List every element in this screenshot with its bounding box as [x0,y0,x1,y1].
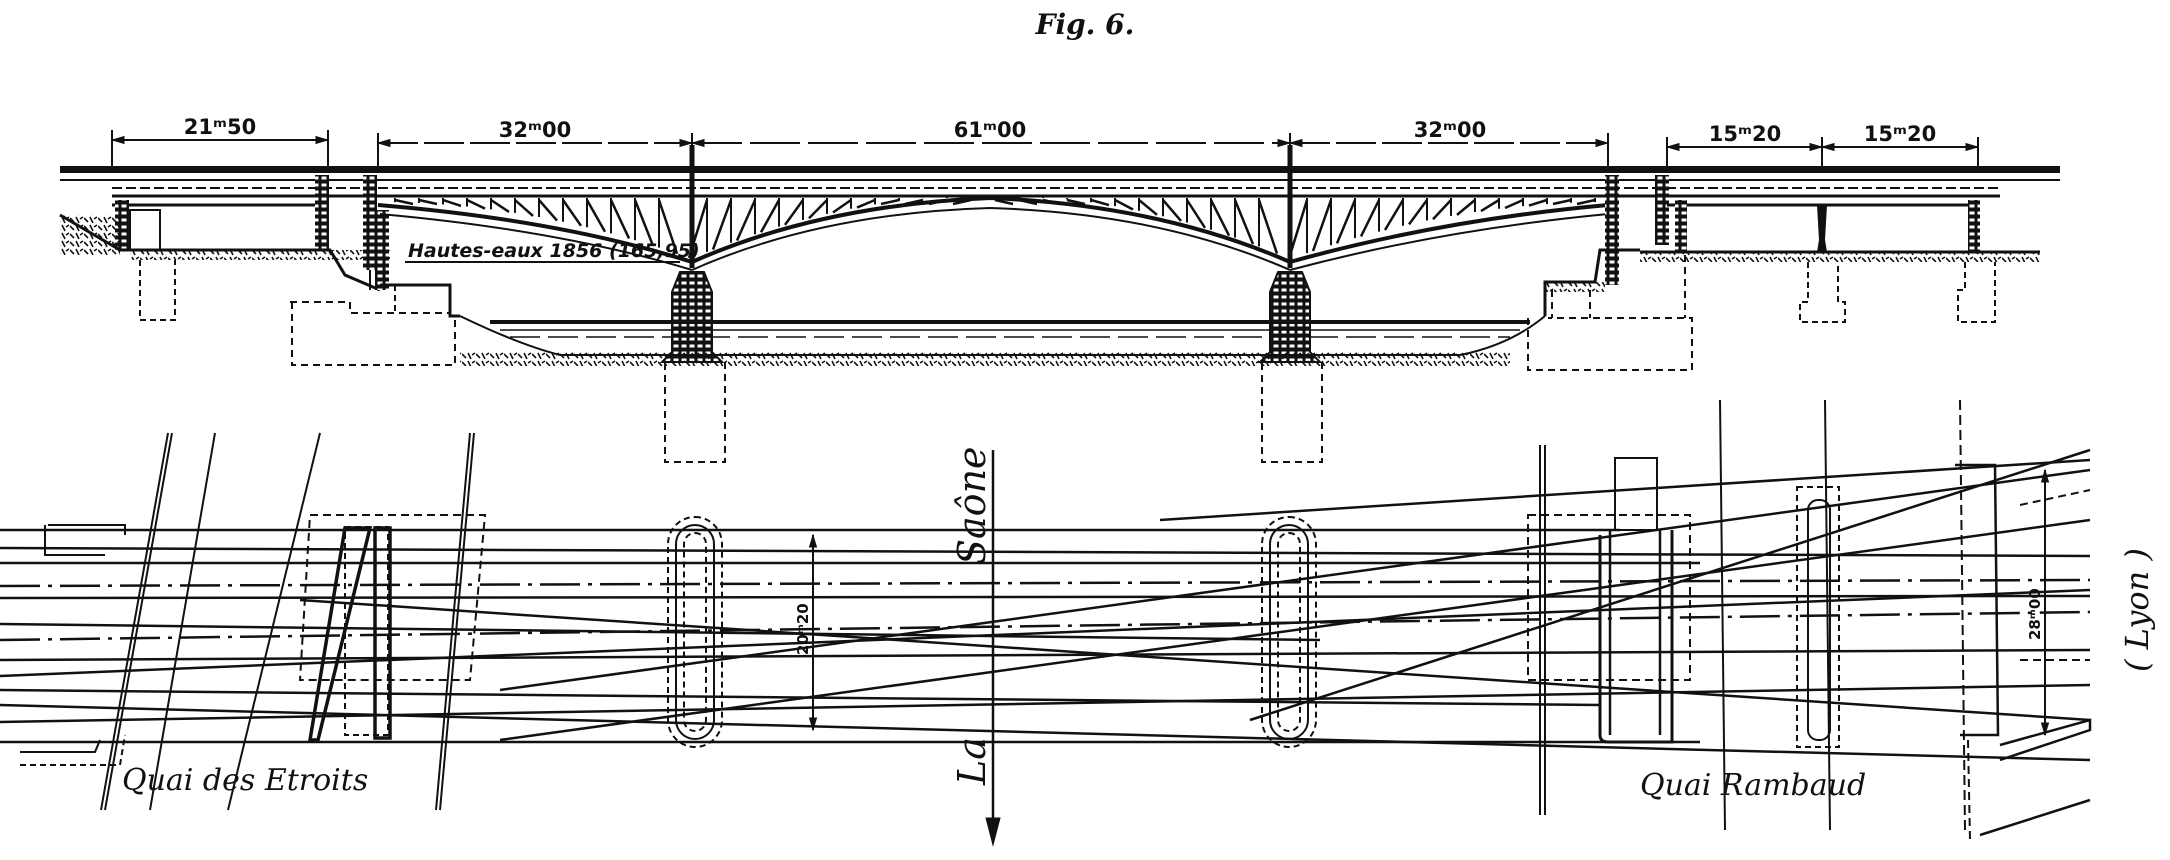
quay-label-left: Quai des Etroits [122,763,368,798]
left-abutment-plan [298,514,487,742]
truss-diagonal [1311,199,1333,252]
truss-diagonal [1480,198,1500,213]
truss-diagonal [1257,199,1279,254]
quay-label-right: Quai Rambaud [1640,768,1866,803]
river-pier-right [1257,145,1323,463]
truss-diagonal [394,198,414,206]
truss-diagonal [759,199,781,233]
bridge-deck [60,166,2060,198]
track-line [499,468,2091,692]
truss-diagonal [1138,199,1158,216]
far-right-abutment [1955,463,2092,841]
truss-diagonal [783,199,805,226]
pier-plan-right [1261,516,1317,748]
right-abutment-plan [1527,399,1726,831]
span-label-2: 32ᵐ00 [499,118,571,142]
track-line [0,610,2091,642]
truss-diagonal [711,199,733,250]
truss-diagonal [1185,199,1207,229]
truss-diagonal [418,198,438,206]
span-label-3: 61ᵐ00 [954,118,1026,142]
truss-diagonal [994,198,1014,206]
destination-label-lyon: ( Lyon ) [2118,548,2156,672]
track-line [0,578,2091,588]
truss-diagonal [1504,198,1524,210]
truss-diagonal [1383,199,1405,231]
truss-diagonal [538,199,558,222]
truss-diagonal [1407,199,1429,226]
left-approach-span [59,175,390,321]
river-label-la: La [950,737,994,786]
track-line [0,648,2091,662]
span-label-4: 32ᵐ00 [1414,118,1486,142]
truss-diagonal [490,198,510,213]
right-abutment [1527,175,1693,371]
track-line [0,683,2091,724]
truss-diagonal [832,198,852,214]
truss-diagonal [633,199,655,247]
span-dimension-lines [110,130,1980,170]
river-water [459,315,1546,366]
river-flow-arrow [985,450,1001,847]
track-line [1249,448,2091,722]
left-quay-walls [20,432,475,811]
truss-diagonal [585,199,607,233]
truss-diagonal [735,199,757,242]
track-line [299,598,2091,722]
track-line [1159,458,2091,522]
truss-diagonal [1359,199,1381,237]
truss-diagonal [466,198,486,210]
truss-diagonal [1066,198,1086,206]
truss-diagonal [1090,198,1110,207]
truss-diagonal [952,198,972,206]
width-label-left: 20ᵐ20 [794,603,812,655]
truss-diagonal [609,199,631,239]
figure-title: Fig. 6. [1035,8,1135,41]
truss-diagonal [1042,198,1062,206]
truss-diagonal [1114,198,1134,211]
track-line [0,546,2091,558]
truss-diagonal [657,199,679,255]
truss-diagonal [1233,199,1255,245]
truss-diagonal [1335,199,1357,244]
river-label-saone: Saône [950,446,994,565]
truss-diagonal [1162,199,1182,222]
track-line [0,588,2091,678]
river-pier-left [659,145,726,463]
truss-diagonal [1018,198,1038,206]
truss-diagonal [880,198,900,206]
truss-diagonal [1456,199,1476,216]
width-label-right: 28ᵐ00 [2026,588,2044,640]
truss-diagonal [904,198,924,206]
span-label-6: 15ᵐ20 [1864,122,1936,146]
span-label-5: 15ᵐ20 [1709,122,1781,146]
truss-diagonal [856,198,876,209]
truss-diagonal [1432,199,1452,221]
truss-diagonal [514,199,534,217]
truss-diagonal [1528,198,1548,207]
truss-diagonal [1576,198,1596,206]
truss-diagonal [442,198,462,208]
pier-plan-left [667,516,723,748]
railway-tracks [0,448,2091,762]
span-label-1: 21ᵐ50 [184,115,256,139]
plan-view [0,399,2092,847]
elevation-view [59,130,2060,463]
right-pile-group [1796,399,1966,831]
track-line [0,594,2091,600]
high-water-label: Hautes-eaux 1856 (165,95) [408,240,700,262]
truss-diagonal [1209,199,1231,237]
track-line [499,518,2091,742]
truss-diagonal [928,198,948,206]
truss-diagonal [808,199,828,220]
truss-diagonal [1552,198,1572,206]
truss-diagonal [561,199,583,227]
track-line [0,703,2091,762]
arch-ribs [377,195,1609,271]
left-abutment [290,175,460,366]
right-approach-spans [1640,200,2040,323]
